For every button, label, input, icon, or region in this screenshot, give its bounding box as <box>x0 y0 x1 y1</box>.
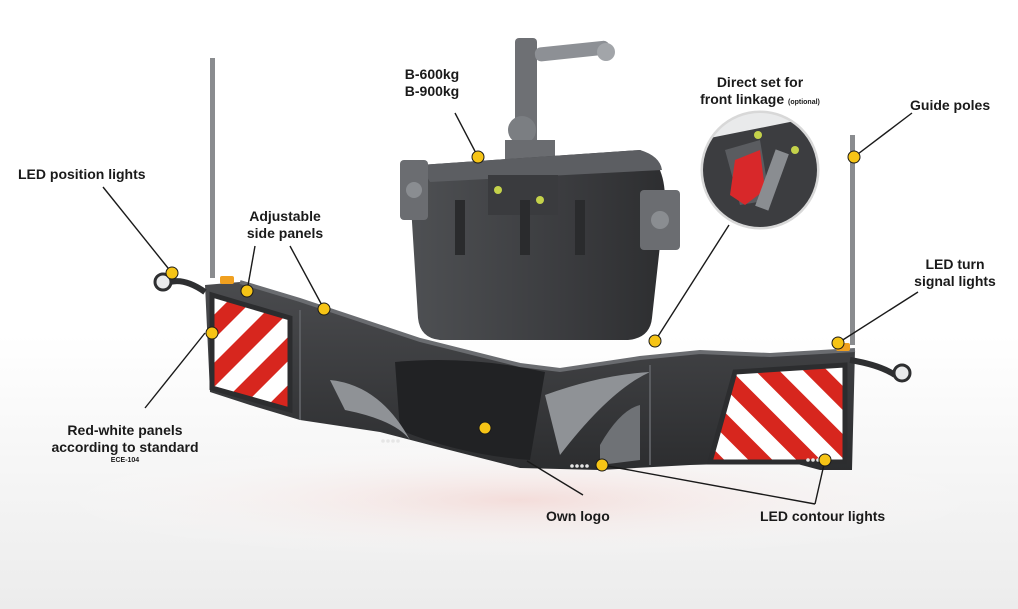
weight-block <box>400 38 680 340</box>
label-adjustable: Adjustable side panels <box>240 208 330 242</box>
guide-pole-right <box>850 135 855 345</box>
label-led-position-text: LED position lights <box>18 166 146 182</box>
label-red-white-note: ECE-104 <box>110 457 140 464</box>
label-weights: B-600kg B-900kg <box>392 66 472 100</box>
label-direct-set: Direct set for front linkage (optional) <box>680 74 840 111</box>
leader-lines <box>102 112 919 505</box>
label-led-turn: LED turn signal lights <box>905 256 1005 290</box>
label-direct-set-line2: front linkage <box>700 91 785 107</box>
turn-light-left <box>220 276 234 284</box>
guide-pole-left <box>210 58 215 278</box>
label-red-white-line1: Red-white panels <box>67 422 183 438</box>
label-weights-line1: B-600kg <box>404 66 460 82</box>
front-linkage-detail-inset <box>700 110 820 230</box>
label-led-turn-line1: LED turn <box>925 256 985 272</box>
label-direct-set-line1: Direct set for <box>716 74 804 90</box>
label-adjustable-line1: Adjustable <box>249 208 321 224</box>
callout-markers <box>165 150 861 472</box>
label-adjustable-line2: side panels <box>246 225 324 241</box>
led-position-lamp-right <box>849 357 912 383</box>
label-led-position: LED position lights <box>18 166 146 183</box>
red-white-panel-left <box>209 291 293 414</box>
label-direct-set-note: (optional) <box>788 99 820 106</box>
red-white-panel-right <box>706 362 848 465</box>
label-red-white-line2: according to standard <box>51 439 199 455</box>
label-weights-line2: B-900kg <box>404 83 460 99</box>
label-own-logo-text: Own logo <box>546 508 610 524</box>
label-led-turn-line2: signal lights <box>914 273 996 289</box>
contour-lights-mid <box>570 464 589 468</box>
label-led-contour: LED contour lights <box>760 508 885 525</box>
label-own-logo: Own logo <box>546 508 610 525</box>
label-led-contour-text: LED contour lights <box>760 508 886 524</box>
led-position-lamp-left <box>153 272 207 295</box>
label-guide-poles-text: Guide poles <box>910 97 991 113</box>
label-red-white: Red-white panels according to standard E… <box>40 422 210 465</box>
label-guide-poles: Guide poles <box>910 97 990 114</box>
contour-lights-left <box>381 439 400 443</box>
floor-reflection <box>50 440 990 560</box>
bumper-body <box>205 280 856 470</box>
